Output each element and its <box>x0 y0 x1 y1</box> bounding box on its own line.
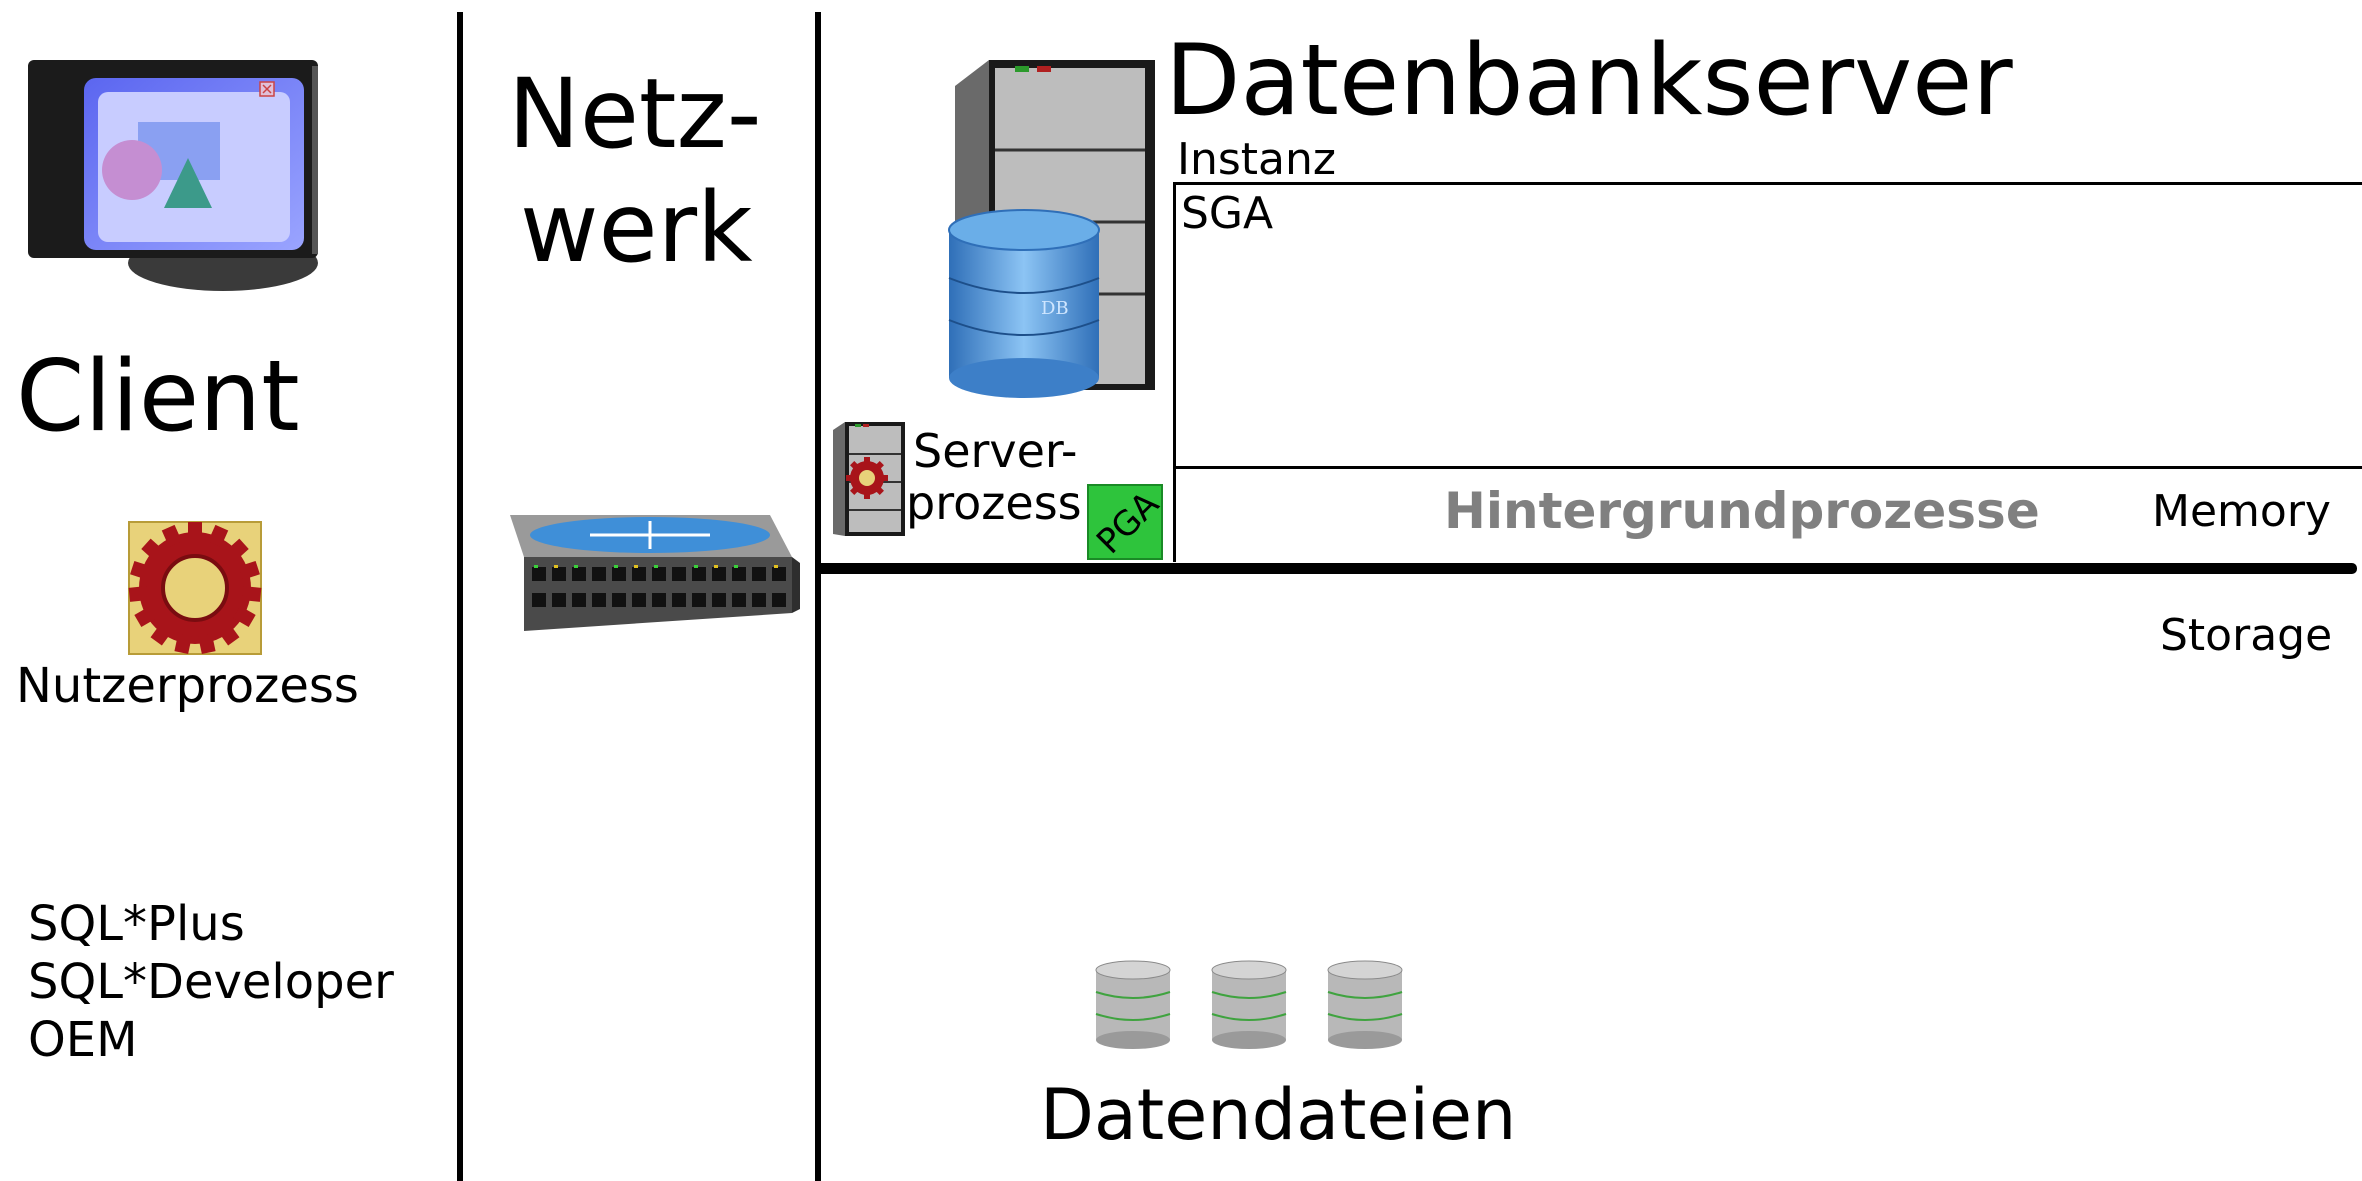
background-processes-label: Hintergrundprozesse <box>1444 482 2040 540</box>
datafiles-label: Datendateien <box>1040 1074 1517 1156</box>
server-process-line1: Server- <box>913 424 1078 478</box>
sga-top-border <box>1173 182 2362 185</box>
network-switch-icon <box>510 515 800 631</box>
pga-box: PGA <box>1087 484 1167 562</box>
db-label: DB <box>1041 298 1069 319</box>
memory-label: Memory <box>2152 486 2331 537</box>
database-icon: DB <box>948 209 1100 398</box>
monitor-icon <box>28 60 318 291</box>
gear-icon <box>128 521 262 655</box>
instance-left-border <box>1173 182 1176 562</box>
user-process-label: Nutzerprozess <box>16 658 359 714</box>
client-title: Client <box>16 340 300 454</box>
server-title: Datenbankserver <box>1165 24 2013 138</box>
memory-storage-divider <box>815 563 2357 574</box>
divider-client-network <box>457 12 463 1181</box>
sga-bottom-border <box>1173 466 2362 469</box>
pga-label: PGA <box>1089 484 1167 562</box>
instance-label: Instanz <box>1177 134 1336 185</box>
network-title-line1: Netz- <box>508 58 762 170</box>
storage-label: Storage <box>2160 610 2333 661</box>
server-process-icon <box>833 422 905 536</box>
tool-sqldeveloper: SQL*Developer <box>28 954 394 1010</box>
tool-oem: OEM <box>28 1012 138 1068</box>
sga-label: SGA <box>1181 188 1274 239</box>
datafile-icon-3 <box>1327 960 1403 1049</box>
network-title-line2: werk <box>520 172 753 284</box>
datafile-icon-1 <box>1095 960 1171 1049</box>
datafile-icon-2 <box>1211 960 1287 1049</box>
tool-sqlplus: SQL*Plus <box>28 896 245 952</box>
divider-network-server <box>815 12 821 1181</box>
server-process-line2: prozess <box>906 476 1082 530</box>
